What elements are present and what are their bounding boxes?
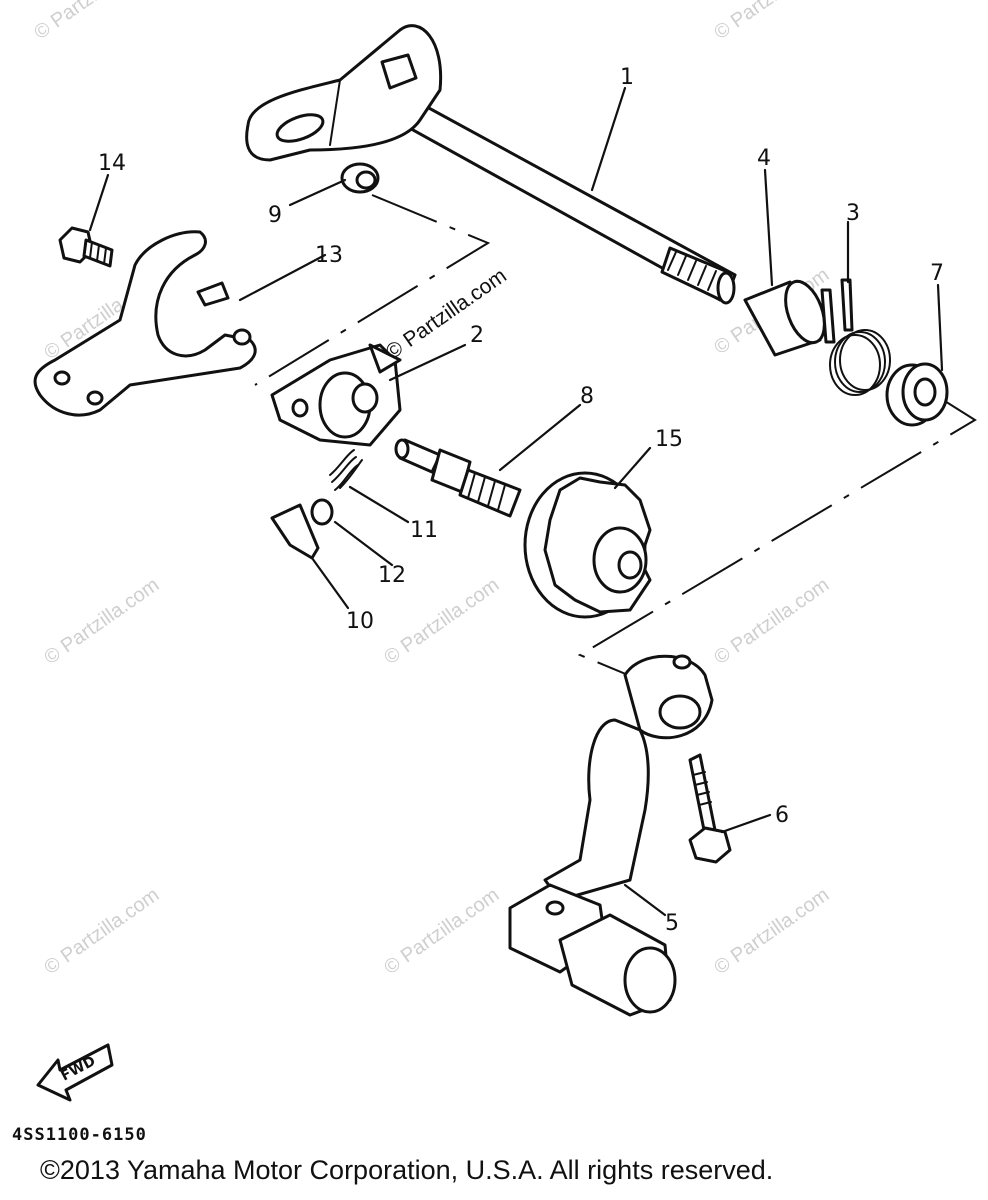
callout-3: 3	[846, 201, 860, 226]
forward-arrow-icon: FWD	[36, 1043, 114, 1102]
callout-12: 12	[378, 563, 406, 588]
callout-8: 8	[580, 384, 594, 409]
pin	[310, 498, 334, 526]
shift-shaft	[245, 24, 737, 305]
watermark: © Partzilla.com	[710, 884, 833, 979]
pinch-bolt	[688, 753, 732, 864]
callout-14: 14	[98, 151, 126, 176]
oil-seal	[340, 162, 380, 194]
callout-11: 11	[410, 518, 438, 543]
callout-15: 15	[655, 427, 683, 452]
stopper-plate	[270, 503, 320, 560]
bolt	[58, 226, 114, 268]
callouts: 1 2 3 4 5 6 7 8 9 10 11 12 13 14 15	[98, 65, 944, 936]
shift-pedal	[508, 654, 714, 1017]
watermark: © Partzilla.com	[710, 574, 833, 669]
pivot-bolt	[394, 438, 522, 518]
collar	[743, 279, 826, 357]
shift-guide	[270, 343, 402, 447]
callout-7: 7	[930, 261, 944, 286]
watermark: © Partzilla.com	[30, 0, 153, 44]
diagram-code: 4SS1100-6150	[12, 1125, 147, 1145]
callout-1: 1	[620, 65, 634, 90]
watermark: © Partzilla.com	[380, 884, 503, 979]
callout-10: 10	[346, 609, 374, 634]
watermark-center: © Partzilla.com	[382, 264, 511, 364]
watermark: © Partzilla.com	[710, 0, 833, 44]
copyright-notice: ©2013 Yamaha Motor Corporation, U.S.A. A…	[40, 1155, 774, 1185]
callout-9: 9	[268, 203, 282, 228]
shift-cam-segment	[523, 471, 652, 619]
watermark: © Partzilla.com	[380, 574, 503, 669]
watermark: © Partzilla.com	[40, 574, 163, 669]
spring	[329, 449, 363, 491]
callout-13: 13	[315, 243, 343, 268]
bearing	[885, 362, 949, 427]
torsion-spring	[820, 278, 891, 396]
callout-4: 4	[757, 146, 771, 171]
watermark: © Partzilla.com	[40, 884, 163, 979]
assembly-lines	[254, 194, 977, 681]
segment-plate	[33, 230, 257, 417]
leader-lines	[88, 86, 944, 917]
callout-2: 2	[470, 323, 484, 348]
callout-6: 6	[775, 803, 789, 828]
callout-5: 5	[665, 911, 679, 936]
